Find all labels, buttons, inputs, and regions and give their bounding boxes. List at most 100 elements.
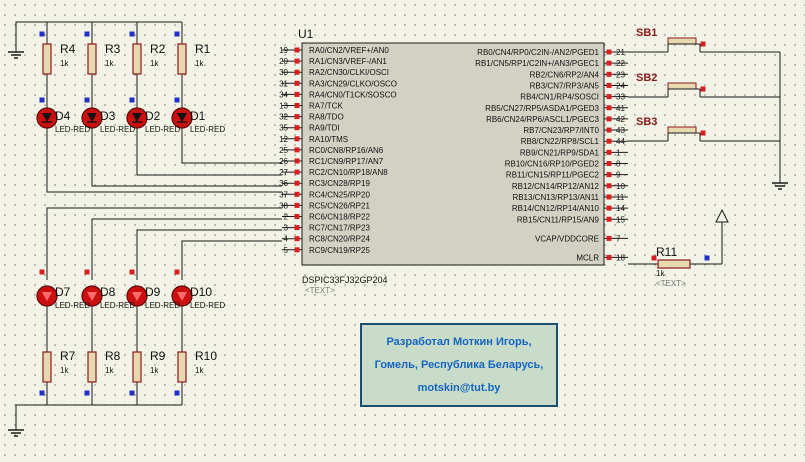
- wire-d2-rc1: [136, 128, 282, 176]
- switch-ref: SB3: [636, 116, 657, 128]
- led-top-ref: D3: [100, 109, 116, 123]
- chip-left-pin-name: RC5/CN26/RP21: [309, 201, 370, 210]
- chip-left-pin-marker: [294, 225, 300, 231]
- labels: R41kD4LED-REDR31kD3LED-REDR21kD2LED-REDR…: [55, 27, 686, 375]
- led-bottom-diode-symbol: [87, 292, 97, 301]
- resistor-pin-marker: [174, 390, 180, 396]
- chip-right-pin-number: 44: [616, 137, 625, 146]
- switch-pin-marker: [700, 130, 706, 136]
- chip-right-pin-marker: [606, 94, 612, 100]
- led-bottom-type: LED-RED: [55, 301, 90, 310]
- led-bottom-ref: D8: [100, 285, 116, 299]
- chip-left-pin-marker: [294, 136, 300, 142]
- resistor-bottom-ref: R9: [150, 349, 166, 363]
- chip-right-pin-name: RB5/CN27/RP5/ASDA1/PGED3: [485, 104, 599, 113]
- chip-right-pin-name: RB7/CN23/RP7/INT0: [523, 126, 599, 135]
- wires: [15, 21, 781, 430]
- resistor-bottom-value: 1k: [150, 366, 159, 375]
- chip-left-pin-name: RA0/CN2/VREF+/AN0: [309, 46, 389, 55]
- chip-right-pin-number: 14: [616, 204, 625, 213]
- chip-left-pin-number: 38: [279, 201, 288, 210]
- chip-left-pin-number: 3: [284, 224, 289, 233]
- led-bottom-ref: D10: [190, 285, 212, 299]
- chip-right-pin-number: 42: [616, 115, 625, 124]
- email-line: motskin@tut.by: [417, 381, 501, 394]
- chip-left-pin-name: RC3/CN28/RP19: [309, 179, 370, 188]
- led-bottom-diode-symbol: [42, 292, 52, 301]
- resistor-top-value: 1k: [150, 59, 159, 68]
- chip-right-pin-name: RB3/CN7/RP3/AN5: [530, 81, 600, 90]
- chip-right-pin-name: RB15/CN11/RP15/AN9: [517, 215, 600, 224]
- resistor-pin-marker: [84, 31, 90, 37]
- switch-button: [667, 126, 697, 134]
- chip-right-pin-marker: [606, 183, 612, 189]
- chip-left-pin-number: 5: [284, 246, 289, 255]
- chip-right-pin-name: RB1/CN5/RP1/C2IN+/AN3/PGEC1: [475, 59, 599, 68]
- ground-bus-top: [15, 21, 182, 44]
- chip-right-pin-name: RB4/CN1/RP4/SOSCI: [520, 93, 599, 102]
- chip-left-pin-marker: [294, 191, 300, 197]
- led-top-type: LED-RED: [190, 125, 225, 134]
- chip-left-pin-marker: [294, 202, 300, 208]
- chip-right-pin-marker: [606, 205, 612, 211]
- chip-left-pin-marker: [294, 103, 300, 108]
- led-pin-marker: [39, 269, 45, 275]
- chip-right-pin-name: RB9/CN21/RP9/SDA1: [520, 148, 600, 157]
- chip-part: DSPIC33FJ32GP204: [302, 275, 388, 285]
- resistor-pin-marker: [84, 390, 90, 396]
- resistor-bottom-value: 1k: [195, 366, 204, 375]
- chip-left-pin-number: 36: [279, 179, 288, 188]
- led-top-diode-symbol: [132, 113, 142, 122]
- wire-d9-rc6: [136, 229, 282, 280]
- chip-left-pin-marker: [294, 91, 300, 97]
- vcc-arrow-symbol: [715, 208, 729, 223]
- chip-right-pin-number: 18: [616, 253, 625, 262]
- chip-left-pin-number: 32: [279, 113, 288, 122]
- chip-right-pin-name: RB8/CN22/RP8/SCL1: [521, 137, 600, 146]
- components: [8, 31, 788, 437]
- resistor-pin-marker: [129, 390, 135, 396]
- wire-d10-rc7: [181, 240, 282, 280]
- chip-right-pin-name: RB0/CN4/RP0/C2IN-/AN2/PGED1: [477, 48, 599, 57]
- led-bottom-type: LED-RED: [100, 301, 135, 310]
- chip-left-pin-number: 26: [279, 157, 288, 166]
- wire-d3-rc2: [91, 128, 282, 187]
- resistor-pin-marker: [39, 31, 45, 37]
- led-top-type: LED-RED: [145, 125, 180, 134]
- author-line: Разработал Моткин Игорь,: [386, 336, 532, 349]
- resistor-pin-marker: [129, 31, 135, 37]
- resistor-pin-marker: [174, 31, 180, 37]
- chip-left-pin-number: 4: [284, 235, 289, 244]
- chip-right-pin-marker: [606, 82, 612, 88]
- resistor-pin-marker: [704, 255, 710, 261]
- chip-right-pin-number: 41: [616, 104, 625, 113]
- switch-button: [667, 37, 697, 45]
- switch-ref: SB2: [636, 72, 657, 84]
- chip-right-pin-name: RB13/CN13/RP13/AN11: [512, 193, 599, 202]
- chip-left-pin-marker: [294, 214, 300, 219]
- resistor-top-ref: R1: [195, 42, 211, 56]
- chip-right-pin-marker: [606, 116, 612, 122]
- chip-left-pin-name: RA1/CN3/VREF-/AN1: [309, 57, 387, 66]
- led-top-ref: D4: [55, 109, 71, 123]
- wire-d4-rc3: [46, 128, 282, 193]
- chip-left-pin-marker: [294, 125, 300, 131]
- chip-right-pin-number: 8: [616, 160, 621, 169]
- resistor-top-value: 1k: [105, 59, 114, 68]
- chip-right-pin-name: RB10/CN16/RP10/PGED2: [505, 160, 600, 169]
- chip-right-pin-marker: [606, 194, 612, 200]
- resistor-top-value: 1k: [60, 59, 69, 68]
- resistor-bottom-ref: R10: [195, 349, 217, 363]
- chip-left-pin-marker: [294, 80, 300, 86]
- resistor-mclr-body: [657, 259, 691, 269]
- resistor-mclr-value: 1k: [656, 269, 665, 278]
- resistor-bottom-body: [132, 351, 142, 383]
- led-bottom-ref: D7: [55, 285, 71, 299]
- chip-left-pin-marker: [294, 69, 300, 75]
- chip-right-pin-marker: [606, 105, 612, 111]
- led-top-diode-symbol: [42, 113, 52, 122]
- chip-left-pin-name: RC2/CN10/RP18/AN8: [309, 168, 388, 177]
- resistor-pin-marker: [84, 97, 90, 103]
- led-top-ref: D1: [190, 109, 206, 123]
